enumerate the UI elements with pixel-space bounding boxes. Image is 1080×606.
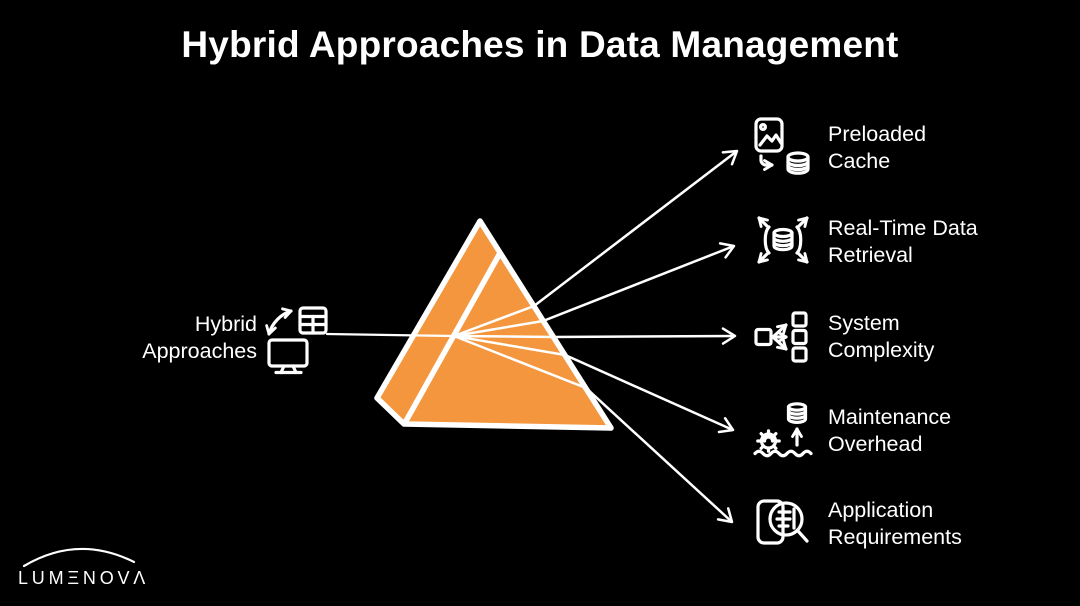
monitor-icon (267, 338, 309, 375)
page-title: Hybrid Approaches in Data Management (181, 24, 899, 65)
image-file-to-database-icon (754, 117, 810, 175)
source-label: Hybrid Approaches (142, 312, 257, 363)
ray-to-realtime-retrieval (453, 242, 736, 338)
prism (374, 218, 614, 431)
ray-to-application-requirements (453, 334, 734, 524)
output-row-realtime-retrieval: Real-Time Data Retrieval (752, 211, 978, 273)
output-label: Preloaded Cache (828, 122, 927, 173)
source-icons (265, 306, 328, 375)
logo-arc (22, 547, 136, 568)
data-table-icon (298, 306, 328, 335)
lumenova-logo: LUMΞNOVΛ (18, 568, 150, 588)
output-row-application-requirements: Application Requirements (752, 493, 962, 555)
database-expand-arrows-icon (757, 216, 809, 264)
branching-nodes-icon (754, 311, 808, 363)
ray-to-preloaded-cache (453, 149, 739, 338)
swap-arrows-icon (265, 307, 293, 336)
gear-wave-database-icon (753, 402, 813, 458)
ray-to-system-complexity (453, 327, 737, 345)
output-label: Real-Time Data Retrieval (828, 216, 978, 267)
document-magnifier-icon (756, 499, 809, 545)
output-label: Application Requirements (828, 498, 962, 549)
output-row-preloaded-cache: Preloaded Cache (752, 117, 926, 179)
output-label: System Complexity (828, 311, 935, 362)
ray-to-maintenance-overhead (453, 334, 735, 434)
input-beam (325, 332, 456, 338)
output-row-system-complexity: System Complexity (752, 306, 934, 368)
output-label: Maintenance Overhead (828, 405, 952, 456)
output-row-maintenance-overhead: Maintenance Overhead (752, 400, 951, 462)
